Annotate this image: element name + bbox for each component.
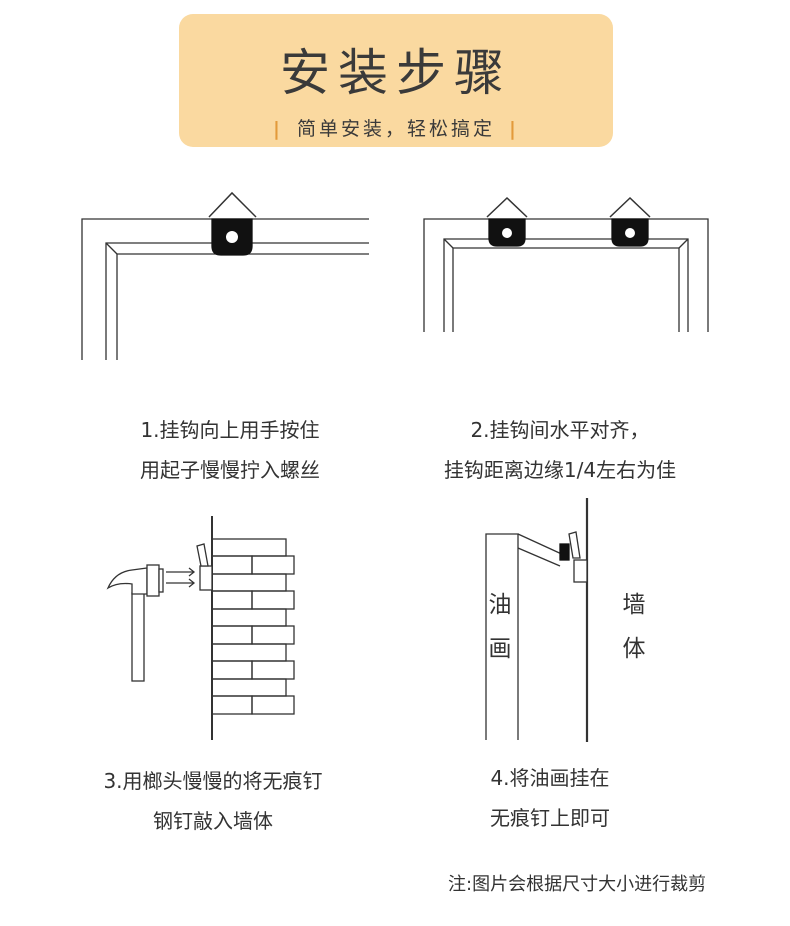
figure-step-1 <box>81 191 369 360</box>
step-1-line-2: 用起子慢慢拧入螺丝 <box>140 458 320 482</box>
wall-label: 墙 体 <box>619 583 649 671</box>
wall-label-char-1: 墙 <box>622 592 646 618</box>
step-2-line-2: 挂钩距离边缘1/4左右为佳 <box>443 458 677 482</box>
step-2-line-1: 2.挂钩间水平对齐， <box>470 418 650 442</box>
page-subtitle: | 简单安装，轻松搞定 | <box>179 116 613 142</box>
divider-bar-right: | <box>509 118 519 140</box>
figure-step-4 <box>485 498 589 742</box>
divider-bar-left: | <box>273 118 283 140</box>
step-3-caption: 3.用榔头慢慢的将无痕钉 钢钉敲入墙体 <box>68 761 358 841</box>
subtitle-text: 简单安装，轻松搞定 <box>296 118 495 140</box>
step-3-line-2: 钢钉敲入墙体 <box>153 809 273 833</box>
footnote: 注:图片会根据尺寸大小进行裁剪 <box>448 874 707 895</box>
painting-label-char-1: 油 <box>488 592 512 618</box>
hook-icon <box>559 531 588 583</box>
figure-step-3 <box>106 516 295 740</box>
painting-label: 油 画 <box>485 583 515 671</box>
nail-icon <box>196 543 213 591</box>
step-4-line-1: 4.将油画挂在 <box>490 766 610 790</box>
hammer-icon <box>106 564 164 682</box>
hook-icon <box>486 196 528 247</box>
step-2-caption: 2.挂钩间水平对齐， 挂钩距离边缘1/4左右为佳 <box>410 410 710 490</box>
brick-wall-icon <box>211 516 295 740</box>
page-title: 安装步骤 <box>280 44 512 102</box>
step-4-caption: 4.将油画挂在 无痕钉上即可 <box>430 758 670 838</box>
painting-frame-outer <box>485 533 519 740</box>
painting-label-char-2: 画 <box>488 636 512 662</box>
step-4-line-2: 无痕钉上即可 <box>490 806 610 830</box>
step-1-caption: 1.挂钩向上用手按住 用起子慢慢拧入螺丝 <box>80 410 380 490</box>
hook-icon <box>609 196 651 247</box>
wall-label-char-2: 体 <box>622 636 646 662</box>
arrow-icons <box>166 567 196 588</box>
hook-icon <box>208 191 257 256</box>
step-3-line-1: 3.用榔头慢慢的将无痕钉 <box>103 769 323 793</box>
step-1-line-1: 1.挂钩向上用手按住 <box>140 418 320 442</box>
title-banner: 安装步骤 | 简单安装，轻松搞定 | <box>179 14 613 147</box>
figure-step-2 <box>423 196 709 332</box>
